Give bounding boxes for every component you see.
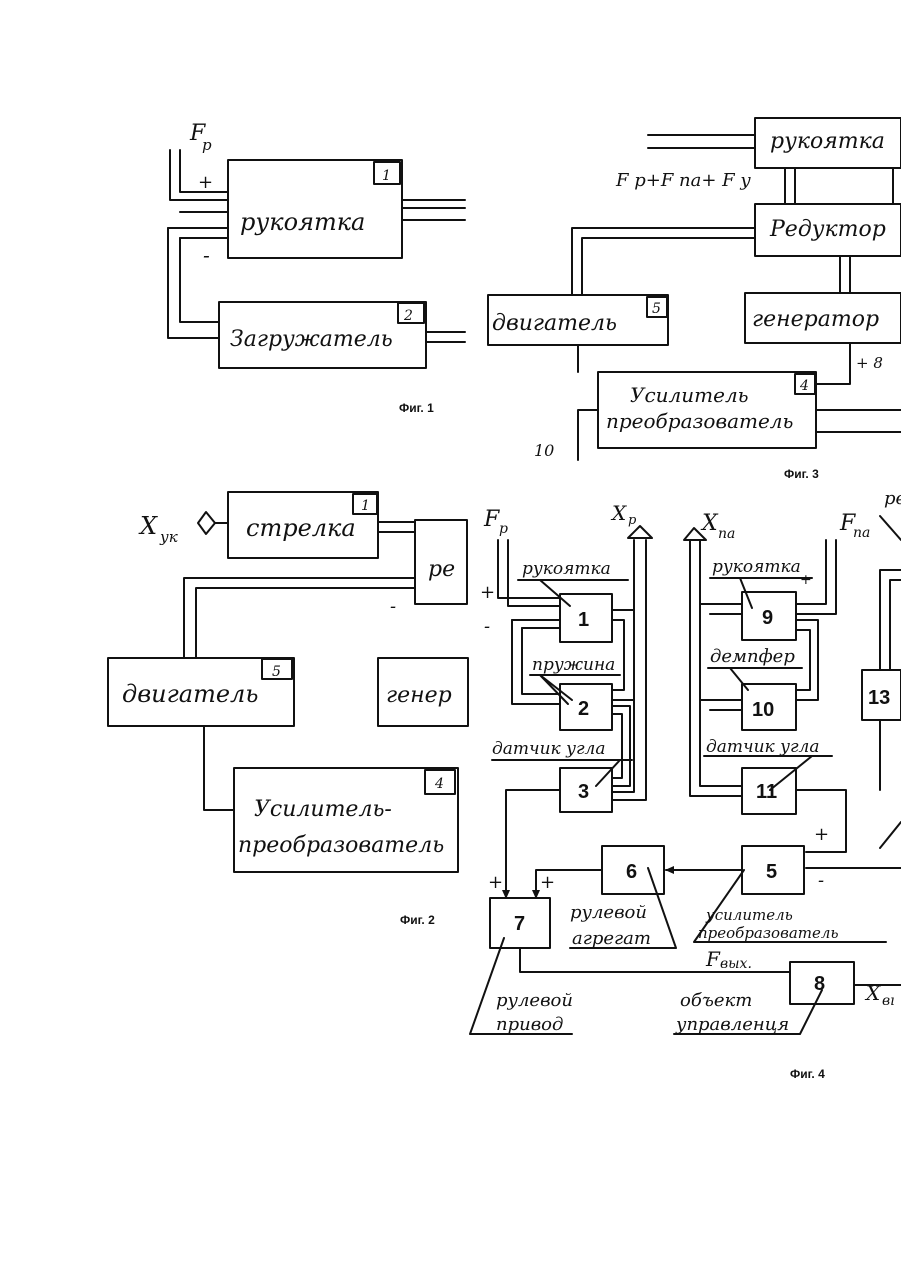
fig3-amp-num: 4 <box>799 378 809 394</box>
fig1-caption: Фиг. 1 <box>399 401 434 415</box>
fig4-amp-line2: преобразователь <box>698 924 839 942</box>
fig4-num-11: 11 <box>756 781 777 803</box>
fig2-arrow-label: стрелка <box>246 514 356 542</box>
fig4-fna-sub: na <box>853 525 870 541</box>
fig3-plus8: + 8 <box>856 354 883 372</box>
fig1-fp-sub: p <box>202 136 212 154</box>
fig4-plus-9: + <box>800 572 812 588</box>
fig2-motor-num: 5 <box>272 664 281 680</box>
fig4-minus-left: - <box>484 616 490 637</box>
fig4-xp-label: X <box>610 501 627 525</box>
fig2-reducer-label: ре <box>428 557 455 582</box>
fig4-plus-5: + <box>814 824 829 845</box>
fig4-num-8: 8 <box>814 973 825 995</box>
fig4-steer-drive-line1: рулевой <box>496 990 573 1011</box>
fig1-block2-num: 2 <box>403 308 413 324</box>
fig3-force-sum: F p+F na+ F y <box>615 170 751 191</box>
fig1-block2-label: Загружатель <box>230 327 393 352</box>
fig4-xna-sub: na <box>718 526 735 542</box>
fig4-angle2-label: датчик угла <box>706 737 820 757</box>
fig1-block1-label: рукоятка <box>240 208 365 236</box>
fig4-angle1-label: датчик угла <box>492 739 606 759</box>
fig4-damper-label: демпфер <box>710 646 795 667</box>
fig4-num-10: 10 <box>752 699 774 721</box>
fig4-num-6: 6 <box>626 861 637 883</box>
fig2-output-arrow <box>198 512 228 534</box>
fig4-steer-unit-line2: агрегат <box>572 928 651 949</box>
fig4-num-3: 3 <box>578 781 589 803</box>
fig2-xuk-label: X <box>138 512 158 540</box>
fig4-handle1-label: рукоятка <box>522 559 611 579</box>
fig4-minus-5: - <box>818 870 824 891</box>
figure-4 <box>470 516 901 1034</box>
fig4-steer-drive-line2: привод <box>496 1014 563 1035</box>
fig3-amp-line2: преобразователь <box>606 409 793 433</box>
fig4-fout-label: F <box>705 947 721 971</box>
fig4-spring-label: пружина <box>532 655 615 675</box>
fig4-num-1: 1 <box>578 609 589 631</box>
fig4-num-5: 5 <box>766 861 777 883</box>
fig2-arrow-num: 1 <box>361 498 370 514</box>
fig2-xuk-sub: ук <box>159 528 178 546</box>
fig4-object-line2: управленця <box>675 1014 789 1035</box>
fig4-caption: Фиг. 4 <box>790 1067 825 1081</box>
fig2-minus: - <box>390 596 396 617</box>
fig4-xp-sub: p <box>628 513 637 528</box>
fig1-block1-num: 1 <box>382 168 391 184</box>
fig4-steer-unit-line1: рулевой <box>570 902 647 923</box>
fig4-fp-sub: p <box>499 521 508 537</box>
fig4-num-2: 2 <box>578 698 589 720</box>
fig2-amp-num: 4 <box>434 776 444 792</box>
fig4-num-9: 9 <box>762 607 773 629</box>
fig3-generator-label: генератор <box>752 307 879 332</box>
fig4-xout-label: X <box>864 981 881 1005</box>
fig4-plus-7a: + <box>488 872 503 893</box>
fig4-xna-label: X <box>700 511 719 536</box>
fig3-caption: Фиг. 3 <box>784 467 819 481</box>
fig4-plus-left: + <box>480 582 495 603</box>
fig3-out10: 10 <box>534 441 554 460</box>
fig4-fout-sub: вых. <box>720 956 752 972</box>
fig2-caption: Фиг. 2 <box>400 913 435 927</box>
fig4-re-label: ре <box>884 488 901 509</box>
fig3-motor-num: 5 <box>652 301 661 317</box>
fig2-amp-line2: преобразователь <box>238 833 444 858</box>
fig2-generator-label: генер <box>386 683 452 708</box>
fig4-handle2-label: рукоятка <box>712 557 801 577</box>
fig4-num-13: 13 <box>868 687 890 709</box>
fig4-fp-label: F <box>483 507 500 532</box>
fig1-minus: - <box>203 243 210 267</box>
fig4-amp-line1: усилитель <box>705 906 793 924</box>
fig2-motor-label: двигатель <box>122 680 258 708</box>
fig4-num-7: 7 <box>514 913 525 935</box>
fig2-amp-line1: Усилитель- <box>254 797 392 822</box>
fig3-handle-label: рукоятка <box>770 129 885 154</box>
fig4-xout-sub: вı <box>882 993 895 1009</box>
fig3-amp-line1: Усилитель <box>630 383 749 407</box>
fig3-motor-label: двигатель <box>492 311 617 336</box>
fig4-plus-7b: + <box>540 872 555 893</box>
fig1-plus: + <box>198 172 213 193</box>
fig4-object-line1: объект <box>680 990 752 1011</box>
fig3-reducer-label: Редуктор <box>769 217 886 242</box>
